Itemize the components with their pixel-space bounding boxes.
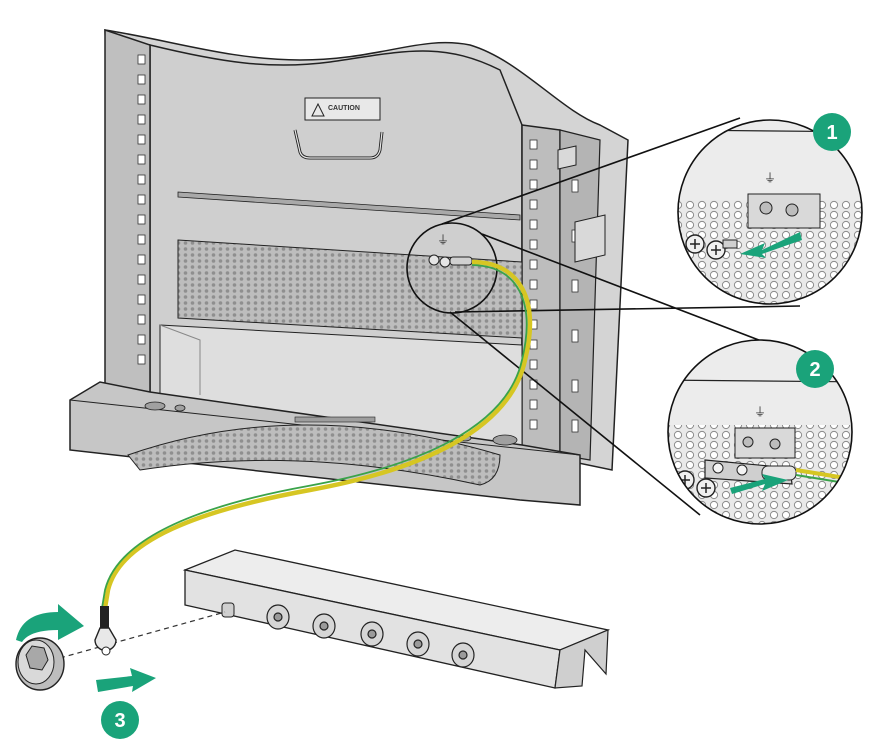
step-3-number: 3: [114, 710, 125, 732]
top-bracket: [557, 145, 577, 170]
rotate-arrow-icon: [16, 604, 84, 642]
screw-icon: [785, 203, 799, 217]
screw-icon: [769, 438, 781, 450]
removed-screw: [685, 234, 738, 260]
screw-icon: [742, 436, 754, 448]
ground-cable: [101, 259, 533, 609]
ground-icon: ⏚: [764, 171, 776, 185]
detail-view-2: ⏚ 2: [667, 339, 853, 525]
caution-heading: CAUTION: [328, 105, 360, 112]
ground-bar: [182, 549, 611, 689]
ground-icon: ⏚: [437, 233, 449, 247]
right-rack-rail: [521, 124, 561, 456]
step-1-badge: 1: [813, 113, 851, 151]
left-rail-holes: [137, 54, 146, 365]
screw-icon: [428, 254, 440, 266]
nut-icon: [15, 637, 65, 691]
ring-lug: [94, 606, 117, 656]
ground-icon: ⏚: [754, 405, 766, 419]
ground-stud: [221, 602, 235, 618]
step-1-number: 1: [826, 122, 837, 144]
assembly-axis: [59, 611, 226, 659]
front-groove: [177, 191, 521, 221]
cable-bracket: [574, 214, 606, 263]
caution-label: CAUTION: [304, 97, 381, 121]
side-bracket-rail: [559, 129, 601, 461]
screw-icon: [759, 201, 773, 215]
arrow-icon: [730, 474, 788, 494]
bar-holes: [266, 604, 475, 668]
side-rail-slots: [571, 179, 579, 433]
step-3-badge: 3: [101, 701, 139, 739]
step-2-number: 2: [809, 359, 820, 381]
arrow-icon: [96, 668, 156, 692]
screw-icon: [439, 256, 451, 268]
right-rail-holes: [529, 139, 538, 430]
detail-view-1: ⏚ 1: [677, 113, 863, 305]
step-2-badge: 2: [796, 350, 834, 388]
arrow-icon: [740, 232, 802, 258]
base-vent: [127, 424, 501, 486]
callout-lines: [406, 117, 801, 516]
caution-icon: [311, 102, 325, 117]
chassis: CAUTION ⏚: [69, 28, 629, 506]
